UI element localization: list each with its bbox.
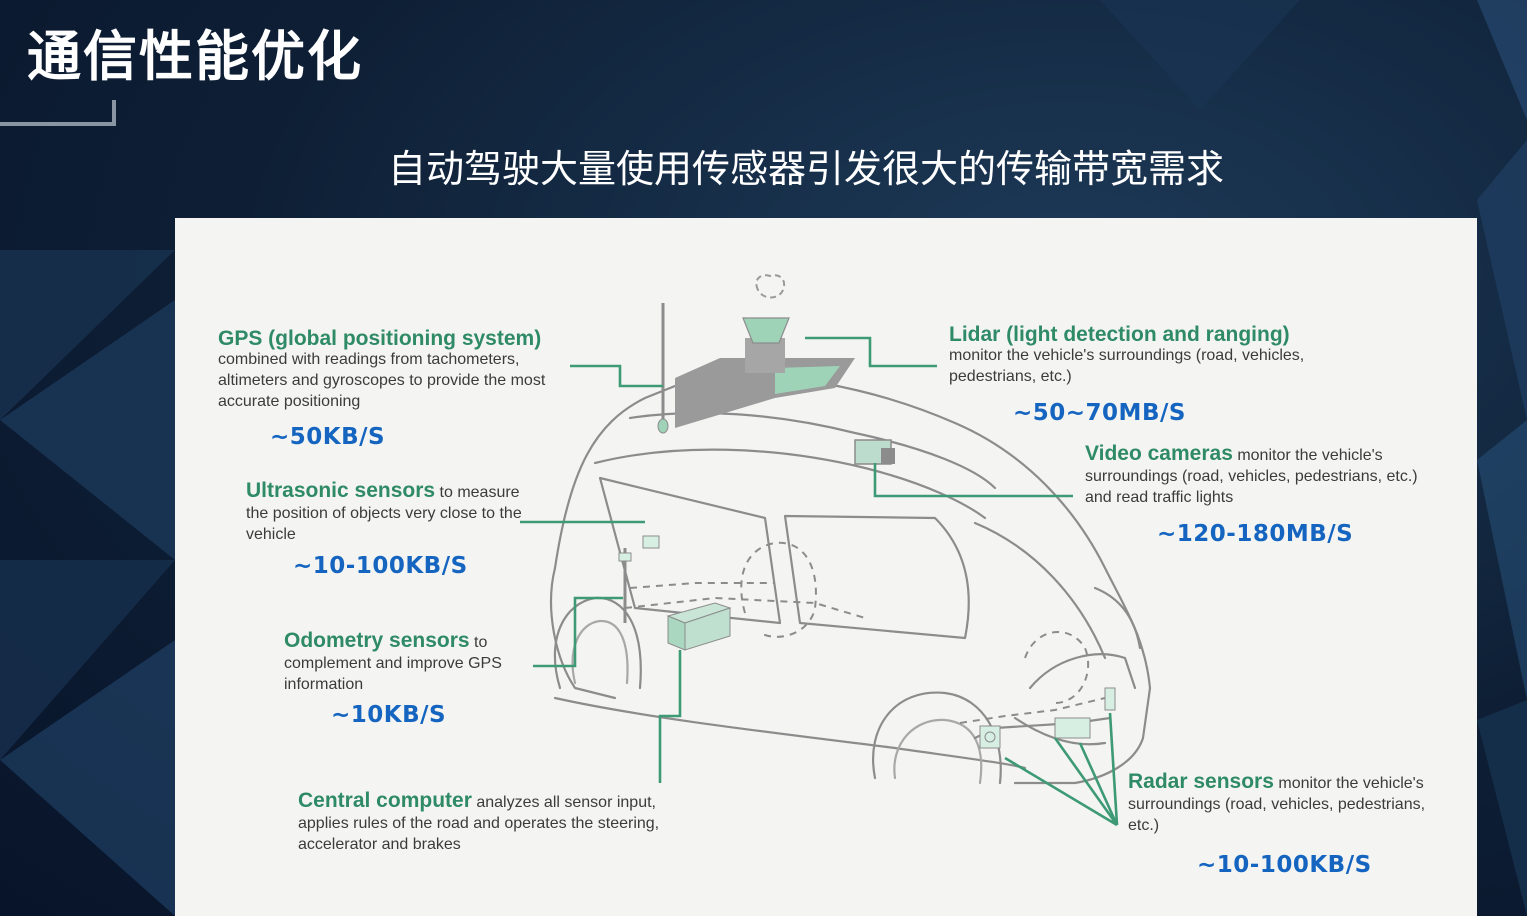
lidar-name: Lidar (light detection and ranging)	[949, 323, 1290, 346]
gps-description: combined with readings from tachometers,…	[218, 351, 546, 410]
central-computer-name: Central computer	[298, 789, 472, 812]
video-camera-description: monitor the vehicle's surroundings (road…	[1085, 447, 1418, 506]
gps-name: GPS (global positioning system)	[218, 327, 542, 350]
odometry-name: Odometry sensors	[284, 629, 470, 652]
car-sensor-diagram	[520, 274, 1152, 827]
diagram-panel: GPS (global positioning system) combined…	[175, 218, 1477, 916]
ultrasonic-bandwidth: ~10-100KB/S	[293, 553, 468, 579]
video-camera-label: Video cameras monitor the vehicle's surr…	[1085, 443, 1425, 508]
car-illustration	[549, 374, 1152, 785]
ultrasonic-device	[618, 535, 660, 623]
central-computer-label: Central computer analyzes all sensor inp…	[298, 790, 708, 855]
title-frame	[0, 100, 116, 126]
central-computer-description: analyzes all sensor input, applies rules…	[298, 794, 660, 853]
radar-name: Radar sensors	[1128, 770, 1274, 793]
lidar-bandwidth: ~50~70MB/S	[1013, 400, 1186, 426]
gps-bandwidth: ~50KB/S	[270, 424, 386, 450]
radar-label: Radar sensors monitor the vehicle's surr…	[1128, 771, 1438, 836]
page-title: 通信性能优化	[27, 25, 363, 88]
video-camera-device	[854, 439, 895, 465]
slide-subtitle: 自动驾驶大量使用传感器引发很大的传输带宽需求	[388, 147, 1225, 191]
video-camera-name: Video cameras	[1085, 442, 1233, 465]
radar-bandwidth: ~10-100KB/S	[1197, 852, 1372, 878]
odometry-label: Odometry sensors to complement and impro…	[284, 630, 539, 695]
radar-devices	[979, 687, 1116, 749]
video-camera-bandwidth: ~120-180MB/S	[1157, 521, 1354, 547]
radar-description: monitor the vehicle's surroundings (road…	[1128, 775, 1426, 834]
odometry-description: to complement and improve GPS informatio…	[284, 634, 502, 693]
connector-lines	[520, 336, 1119, 827]
lidar-label: Lidar (light detection and ranging) moni…	[949, 324, 1369, 387]
central-computer-device	[666, 602, 732, 651]
gps-label: GPS (global positioning system) combined…	[218, 328, 588, 412]
lidar-description: monitor the vehicle's surroundings (road…	[949, 347, 1305, 385]
roof-sensor-mount	[657, 274, 855, 434]
ultrasonic-label: Ultrasonic sensors to measure the positi…	[246, 480, 536, 545]
odometry-bandwidth: ~10KB/S	[331, 702, 447, 728]
ultrasonic-description: to measure the position of objects very …	[246, 484, 522, 543]
sensor-wiring	[624, 541, 1106, 724]
ultrasonic-name: Ultrasonic sensors	[246, 479, 436, 502]
